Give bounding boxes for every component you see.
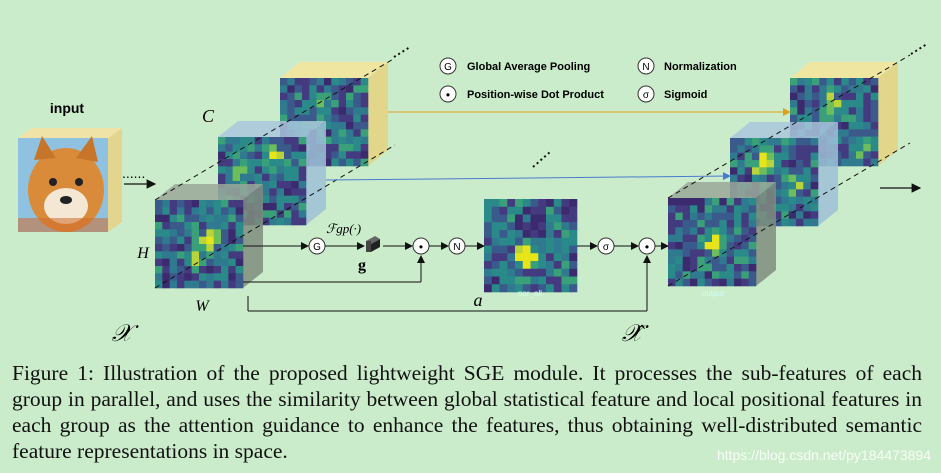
legend-symbol-4: σ (643, 90, 650, 101)
output-map-group-1 (668, 198, 757, 287)
legend-label-1: Global Average Pooling (467, 61, 590, 73)
legend-symbol-2: N (642, 62, 649, 73)
width-label: W (195, 298, 210, 315)
input-ellipsis: ...... (122, 165, 145, 181)
output-feature-groups (667, 43, 928, 287)
legend-symbol-3: • (446, 88, 450, 102)
scale-dot-product-op-symbol: • (645, 240, 649, 254)
pooled-vector-g (366, 236, 380, 252)
feature-map-group-3 (280, 78, 369, 167)
fgp-label: ℱgp(·) (326, 221, 361, 236)
global-pooling-op-symbol: G (313, 242, 321, 253)
sigmoid-op-symbol: σ (603, 242, 610, 253)
normalization-op-symbol: N (453, 242, 460, 253)
sge-diagram: input ...... (18, 43, 928, 347)
skip-connection-group-2 (325, 172, 731, 181)
legend-symbol-1: G (444, 62, 452, 73)
feature-map-group-1 (155, 200, 244, 289)
watermark: https://blog.csdn.net/py184473894 (716, 447, 931, 463)
g-label: g (358, 257, 366, 274)
mid-map-caption: nor_all (518, 289, 542, 298)
input-tensor-label: 𝒳 (112, 321, 140, 347)
input-feature-groups (154, 46, 411, 289)
height-label: H (136, 245, 150, 262)
a-label: a (474, 290, 483, 310)
normalized-attention-map (484, 199, 578, 293)
output-map-caption: output (702, 289, 725, 298)
legend: G Global Average Pooling N Normalization… (439, 57, 737, 103)
input-label: input (50, 100, 85, 116)
figure-caption: Figure 1: Illustration of the proposed l… (12, 361, 922, 463)
legend-label-3: Position-wise Dot Product (467, 89, 604, 101)
input-image (18, 128, 122, 232)
legend-label-2: Normalization (664, 61, 737, 73)
dot-product-op-symbol: • (419, 240, 423, 254)
legend-label-4: Sigmoid (664, 89, 707, 101)
channel-label: C (202, 106, 215, 126)
output-tensor-label: 𝒳̂ (622, 321, 650, 347)
